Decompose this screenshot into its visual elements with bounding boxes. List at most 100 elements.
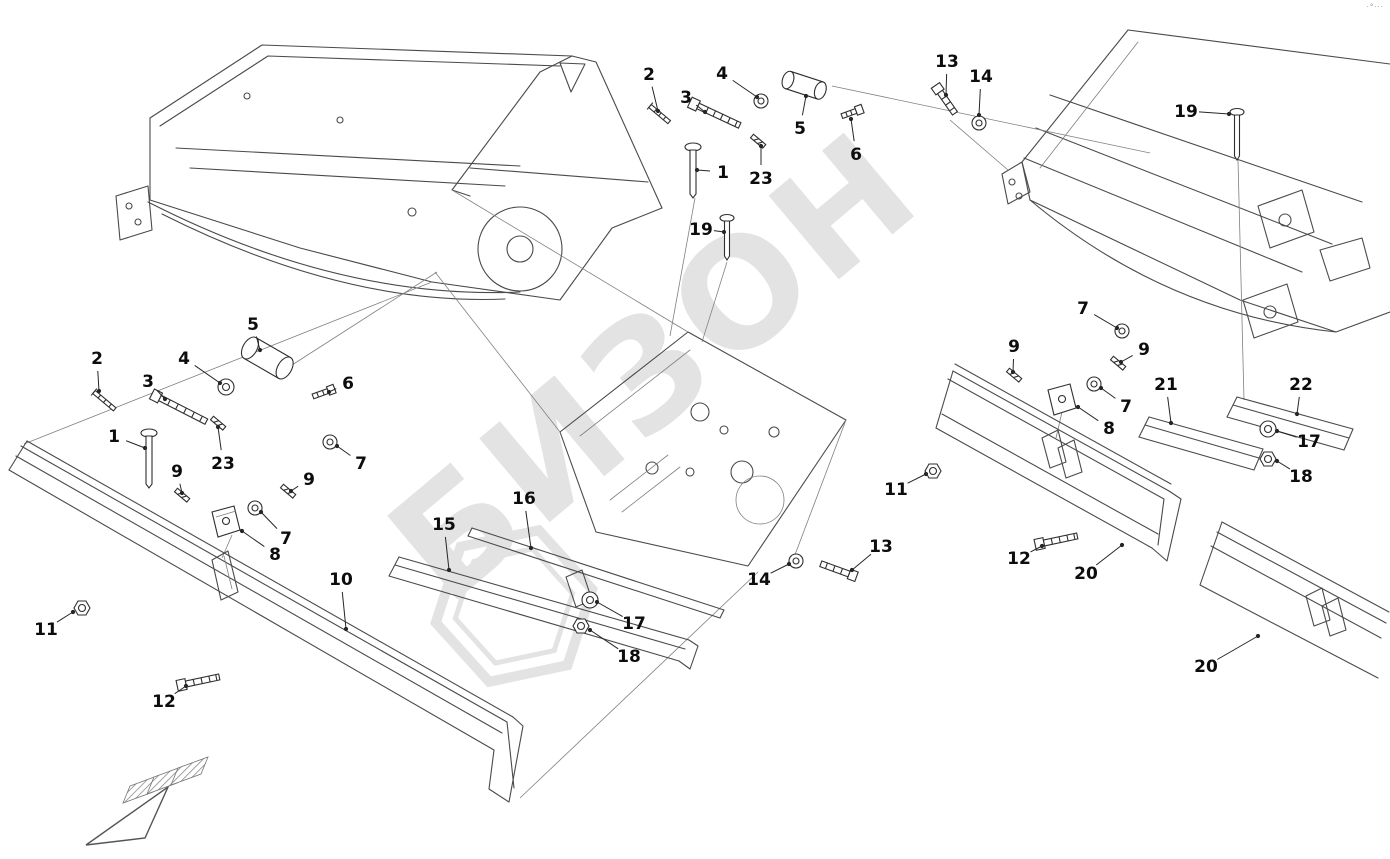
callout-12: 12	[1007, 543, 1045, 569]
leader-dot	[694, 167, 700, 173]
leader-dot	[528, 545, 534, 551]
leader-line	[1276, 430, 1297, 438]
left-machine-drawing	[115, 44, 663, 301]
callout-19: 19	[1174, 102, 1232, 122]
callout-1: 1	[108, 427, 148, 451]
callout-17: 17	[594, 599, 646, 634]
leader-line	[336, 445, 351, 456]
bracket-8	[1047, 383, 1077, 416]
callout-15: 15	[432, 515, 456, 573]
callout-label: 5	[794, 119, 806, 139]
leader-dot	[721, 229, 727, 235]
bolt-12	[1033, 532, 1079, 551]
leader-dot	[162, 396, 168, 402]
nut-18	[1259, 451, 1277, 467]
bolt-13	[819, 560, 859, 583]
callout-label: 12	[1007, 549, 1031, 569]
skid-plate-20-left	[935, 363, 1182, 562]
leader-line	[1093, 314, 1118, 329]
callout-label: 14	[747, 570, 771, 590]
leader-line	[1276, 460, 1291, 470]
channel-21	[1138, 416, 1264, 471]
leader-dot	[758, 143, 764, 149]
callout-9: 9	[1118, 340, 1150, 365]
leader-dot	[702, 109, 708, 115]
callout-4: 4	[178, 349, 223, 386]
leader-line	[978, 88, 981, 116]
leader-line	[1120, 354, 1133, 363]
right-machine-drawing	[1001, 29, 1390, 339]
leader-dot	[258, 509, 264, 515]
callout-label: 13	[935, 52, 959, 72]
leader-dot	[257, 347, 263, 353]
callout-22: 22	[1289, 375, 1313, 417]
callout-label: 4	[716, 64, 728, 84]
callout-11: 11	[34, 609, 76, 640]
washer-7	[1086, 376, 1102, 392]
leader-dot	[1010, 369, 1016, 375]
spring-pin-9	[173, 487, 191, 503]
washer-14	[971, 115, 987, 131]
leader-dot	[1118, 359, 1124, 365]
callout-7: 7	[1077, 299, 1120, 331]
leader-line	[1030, 545, 1043, 553]
callout-3: 3	[142, 372, 168, 402]
leader-line	[217, 426, 222, 451]
callout-13: 13	[849, 537, 893, 573]
callout-label: 23	[211, 454, 235, 474]
bolt-12	[175, 673, 221, 692]
callout-label: 4	[178, 349, 190, 369]
callout-19: 19	[689, 220, 727, 240]
pin-2	[646, 102, 672, 125]
callout-4: 4	[716, 64, 760, 100]
leader-dot	[217, 380, 223, 386]
callout-label: 11	[884, 480, 908, 500]
callout-9: 9	[1008, 337, 1020, 375]
callout-23: 23	[211, 424, 235, 474]
leader-dot	[1098, 385, 1104, 391]
leader-line	[56, 611, 74, 623]
leader-dot	[1114, 325, 1120, 331]
leader-line	[1296, 396, 1300, 415]
callout-14: 14	[969, 67, 993, 118]
callout-8: 8	[239, 528, 281, 565]
bolt-6	[311, 383, 337, 400]
callout-23: 23	[749, 143, 773, 189]
callout-label: 1	[717, 163, 729, 183]
callout-label: 22	[1289, 375, 1313, 395]
watermark: БИЗОН	[358, 98, 952, 688]
leader-dot	[594, 599, 600, 605]
nut-18	[572, 618, 590, 634]
hardware-parts	[73, 70, 1277, 692]
callout-18: 18	[1274, 458, 1313, 487]
callout-10: 10	[329, 570, 353, 632]
leader-dot	[848, 116, 854, 122]
leader-dot	[587, 627, 593, 633]
callout-3: 3	[680, 88, 708, 115]
leader-dot	[70, 609, 76, 615]
callout-label: 20	[1194, 657, 1218, 677]
callout-label: 7	[1077, 299, 1089, 319]
leader-dot	[334, 443, 340, 449]
leader-line	[651, 86, 659, 112]
callout-label: 13	[869, 537, 893, 557]
leader-line	[1077, 406, 1099, 422]
leader-dot	[923, 471, 929, 477]
leader-dot	[96, 388, 102, 394]
leader-dot	[786, 561, 792, 567]
callout-9: 9	[171, 462, 185, 496]
leader-line	[1217, 635, 1259, 660]
callout-label: 3	[142, 372, 154, 392]
leader-dot	[1274, 458, 1280, 464]
callout-2: 2	[91, 349, 103, 394]
callout-label: 1	[108, 427, 120, 447]
leader-dot	[142, 445, 148, 451]
callout-label: 16	[512, 489, 536, 509]
callout-label: 5	[247, 315, 259, 335]
callout-label: 17	[622, 614, 646, 634]
callout-label: 18	[617, 647, 641, 667]
callout-14: 14	[747, 561, 792, 590]
leader-line	[1100, 387, 1116, 399]
